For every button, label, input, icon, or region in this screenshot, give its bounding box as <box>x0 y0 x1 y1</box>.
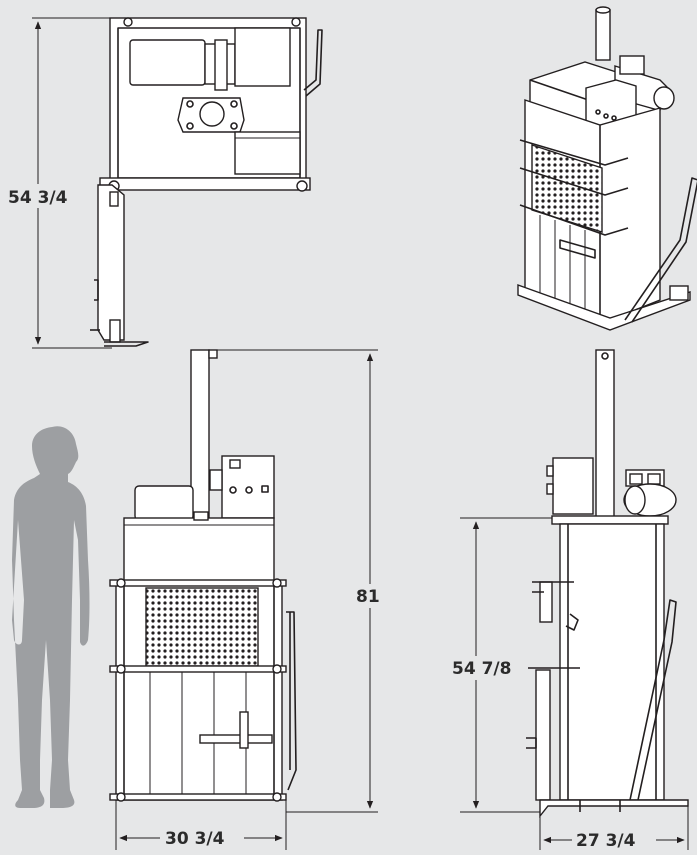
dim-side-height-label: 54 7/8 <box>452 659 511 679</box>
dim-side-width-label: 27 3/4 <box>576 831 636 851</box>
dim-front-width-label: 30 3/4 <box>165 829 225 849</box>
front-view-height-dimension <box>354 353 384 809</box>
side-view-drawing <box>460 349 689 850</box>
dim-top-view-label: 54 3/4 <box>8 188 68 208</box>
top-view-height-dimension <box>4 21 64 345</box>
human-silhouette <box>12 426 90 808</box>
side-view-width-dimension <box>543 828 685 852</box>
dim-front-height-label: 81 <box>356 587 380 607</box>
isometric-view-drawing <box>517 6 697 331</box>
front-view-drawing <box>109 349 378 850</box>
front-view-width-dimension <box>119 826 283 850</box>
top-view-drawing <box>32 17 323 349</box>
side-view-height-dimension <box>446 521 520 809</box>
